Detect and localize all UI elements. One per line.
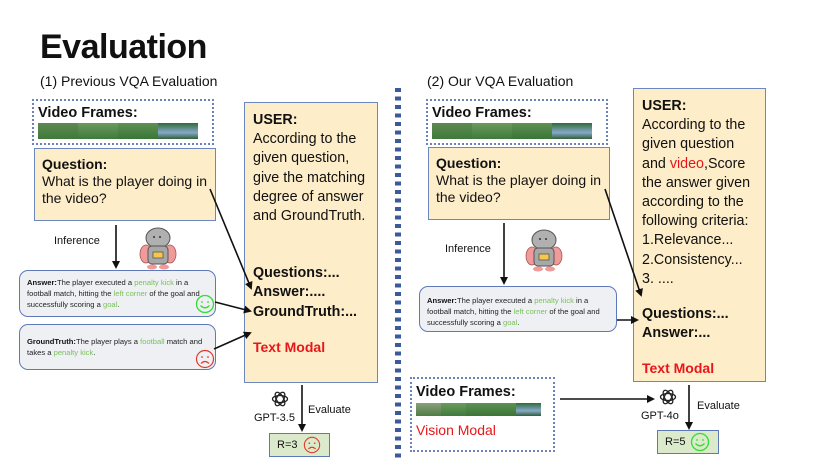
answer-text-segment: The player executed a — [56, 278, 135, 287]
answer-text-segment: of the goal and successfully scoring a — [27, 289, 200, 309]
openai-logo-icon — [659, 389, 677, 405]
right-user-prompt-box: USER: According to the given question an… — [633, 88, 766, 382]
highlighted-keyword: penalty kick — [534, 296, 574, 305]
right-evaluate-label: Evaluate — [697, 400, 740, 412]
prompt-line-groundtruth: GroundTruth:... — [253, 303, 358, 320]
answer-text-segment: of the goal and successfully scoring a — [427, 307, 600, 327]
video-frame-thumbnail — [78, 123, 118, 139]
frown-icon — [195, 349, 215, 369]
right-result-box: R=5 — [657, 430, 719, 454]
prompt-line-questions: Questions:... — [253, 265, 340, 282]
right-answer-box: Answer:The player executed a penalty kic… — [419, 286, 617, 332]
question-label: Question: — [436, 155, 502, 171]
criteria-item: 3. .... — [642, 270, 674, 287]
video-frame-thumbnail — [118, 123, 158, 139]
robot-icon — [139, 227, 177, 270]
frown-icon — [303, 436, 320, 454]
video-frame-thumbnail — [491, 403, 516, 416]
video-frame-thumbnail — [441, 403, 466, 416]
user-label: USER: — [642, 98, 687, 114]
video-frames-strip — [38, 123, 212, 139]
right-question-box: Question: What is the player doing in th… — [428, 147, 610, 220]
robot-icon — [525, 229, 563, 272]
answer-label: Answer: — [27, 278, 57, 287]
left-groundtruth-box: GroundTruth:The player plays a football … — [19, 324, 216, 370]
vision-modal-label: Vision Modal — [416, 422, 496, 438]
left-video-frames-box: Video Frames: — [32, 99, 214, 145]
highlighted-keyword: football — [140, 337, 165, 346]
openai-logo-icon — [271, 391, 289, 407]
prompt-text-part: According to the given question and — [642, 117, 746, 172]
left-model-label: GPT-3.5 — [254, 412, 295, 424]
video-frame-thumbnail — [158, 123, 198, 139]
video-frame-thumbnail — [472, 123, 512, 139]
answer-text-segment: . — [517, 318, 520, 327]
highlighted-keyword: penalty kick — [53, 348, 94, 357]
diagram-title: Evaluation — [40, 28, 207, 66]
question-text: What is the player doing in the video? — [42, 173, 207, 206]
answer-text-segment: in a football match, hitting the — [427, 296, 589, 316]
left-user-prompt-box: USER: According to the given question, g… — [244, 102, 378, 383]
video-frames-label: Video Frames: — [416, 384, 516, 400]
panel-divider — [395, 88, 401, 460]
prompt-line-questions: Questions:... — [642, 306, 729, 323]
right-video-frames-box: Video Frames: — [426, 99, 608, 145]
vision-modal-box: Video Frames: Vision Modal — [410, 377, 555, 452]
highlighted-keyword: left corner — [113, 289, 148, 298]
groundtruth-text: GroundTruth:The player plays a football … — [27, 337, 202, 357]
criteria-item: 2.Consistency... — [642, 251, 743, 268]
video-frame-thumbnail — [416, 403, 441, 416]
question-text: What is the player doing in the video? — [436, 172, 601, 205]
video-frame-thumbnail — [38, 123, 78, 139]
answer-text-segment: . — [93, 348, 96, 357]
prompt-text-part: ,Score the answer given according to the… — [642, 155, 751, 230]
result-score: R=5 — [665, 436, 686, 448]
user-prompt-text: According to the given question and vide… — [642, 116, 757, 231]
prompt-line-answer: Answer:.... — [253, 284, 326, 301]
video-frame-thumbnail — [552, 123, 592, 139]
highlighted-keyword: left corner — [513, 307, 548, 316]
answer-text-segment: . — [117, 300, 120, 309]
answer-text-segment: The player executed a — [456, 296, 535, 305]
video-frame-thumbnail — [516, 403, 541, 416]
criteria-item: 1.Relevance... — [642, 232, 734, 249]
answer-label: GroundTruth: — [27, 337, 76, 346]
answer-text: Answer:The player executed a penalty kic… — [427, 296, 600, 327]
smile-icon — [195, 294, 215, 314]
question-label: Question: — [42, 156, 108, 172]
user-label: USER: — [253, 112, 298, 128]
text-modal-label: Text Modal — [253, 338, 326, 355]
left-evaluate-label: Evaluate — [308, 404, 351, 416]
answer-text-segment: The player plays a — [75, 337, 141, 346]
text-modal-label: Text Modal — [642, 360, 715, 377]
right-model-label: GPT-4o — [641, 410, 679, 422]
left-answer-box: Answer:The player executed a penalty kic… — [19, 270, 216, 317]
video-frame-thumbnail — [466, 403, 491, 416]
video-frame-thumbnail — [512, 123, 552, 139]
answer-text: Answer:The player executed a penalty kic… — [27, 278, 200, 309]
highlighted-keyword: goal — [502, 318, 518, 327]
highlighted-keyword: goal — [102, 300, 118, 309]
prompt-video-highlight: video — [669, 155, 705, 172]
video-frames-strip — [416, 403, 553, 416]
user-prompt-text: According to the given question, give th… — [253, 131, 366, 225]
answer-label: Answer: — [427, 296, 457, 305]
video-frame-thumbnail — [432, 123, 472, 139]
answer-text-segment: match and takes a — [27, 337, 203, 357]
left-panel-heading: (1) Previous VQA Evaluation — [40, 73, 218, 89]
left-question-box: Question: What is the player doing in th… — [34, 148, 216, 221]
left-inference-label: Inference — [54, 235, 100, 247]
video-frames-strip — [432, 123, 606, 139]
highlighted-keyword: penalty kick — [134, 278, 174, 287]
right-panel-heading: (2) Our VQA Evaluation — [427, 73, 574, 89]
result-score: R=3 — [277, 439, 298, 451]
video-frames-label: Video Frames: — [38, 105, 138, 121]
video-frames-label: Video Frames: — [432, 105, 532, 121]
right-inference-label: Inference — [445, 243, 491, 255]
smile-icon — [690, 432, 709, 452]
prompt-line-answer: Answer:... — [642, 325, 711, 342]
left-result-box: R=3 — [269, 433, 330, 457]
answer-text-segment: in a football match, hitting the — [27, 278, 189, 298]
